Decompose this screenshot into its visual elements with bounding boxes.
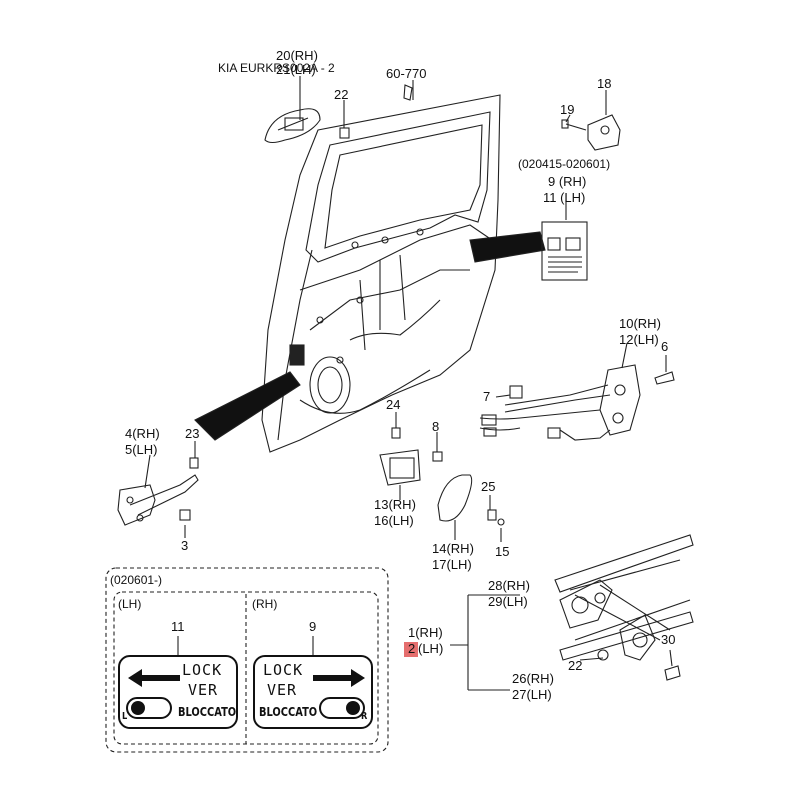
arrow-left-icon <box>128 669 180 687</box>
callout-6: 6 <box>661 339 669 354</box>
callout-25: 25 <box>481 479 496 494</box>
callout-22-top: 22 <box>334 87 349 102</box>
callout-9: 9 (RH) <box>548 174 587 189</box>
callout-60-770: 60-770 <box>386 66 427 81</box>
callout-11: 11 (LH) <box>543 190 586 205</box>
callout-16: 16(LH) <box>374 513 414 528</box>
arrow-right-icon <box>313 669 365 687</box>
door-frame <box>194 84 546 453</box>
callout-23: 23 <box>185 426 200 441</box>
latch-assembly <box>479 364 675 441</box>
callout-2-lh: (LH) <box>418 641 444 656</box>
highlight-marker <box>404 642 418 657</box>
callout-15: 15 <box>495 544 510 559</box>
callout-10: 10(RH) <box>619 316 661 331</box>
window-regulator <box>554 534 694 681</box>
upper-bracket <box>561 114 621 151</box>
callout-29: 29(LH) <box>488 594 528 609</box>
callout-26: 26(RH) <box>512 671 554 686</box>
callout-21: 21(LH) <box>276 62 316 77</box>
callout-18: 18 <box>597 76 612 91</box>
callout-4: 4(RH) <box>125 426 160 441</box>
callout-24: 24 <box>386 397 401 412</box>
callout-7: 7 <box>483 389 491 404</box>
inset-date: (020601-) <box>110 573 163 587</box>
inset-frame <box>105 567 389 753</box>
rh-corner-letter: R <box>361 711 368 722</box>
callout-17: 17(LH) <box>432 557 472 572</box>
rh-ver-text: VER <box>267 681 298 699</box>
callout-2: 2 <box>408 641 416 656</box>
document-title: KIA EURKRS002A - 2 <box>218 61 335 75</box>
callout-28: 28(RH) <box>488 578 530 593</box>
lock-slot-icon <box>319 697 365 719</box>
callout-20: 20(RH) <box>276 48 318 63</box>
door-check <box>117 457 199 526</box>
callout-30: 30 <box>661 632 676 647</box>
outside-handle <box>264 108 350 144</box>
child-lock-label <box>541 221 588 281</box>
rh-lock-label: LOCK VER BLOCCATO R <box>253 655 373 729</box>
callout-8: 8 <box>432 419 440 434</box>
handle-cover <box>437 474 505 526</box>
lh-lock-label: LOCK VER BLOCCATO L <box>118 655 238 729</box>
lh-ver-text: VER <box>188 681 219 699</box>
callout-13: 13(RH) <box>374 497 416 512</box>
callout-27: 27(LH) <box>512 687 552 702</box>
inset-rh-label: (RH) <box>252 597 278 611</box>
callout-3: 3 <box>181 538 189 553</box>
callout-22-bottom: 22 <box>568 658 583 673</box>
inset-lh-number: 11 <box>171 619 185 634</box>
rh-lock-text: LOCK <box>263 661 304 679</box>
inset-lh-label: (LH) <box>118 597 142 611</box>
lh-bloccato-text: BLOCCATO <box>178 705 237 719</box>
inset-rh-number: 9 <box>309 619 317 634</box>
inside-handle <box>379 427 443 486</box>
callout-1: 1(RH) <box>408 625 443 640</box>
lock-slot-icon <box>126 697 172 719</box>
callout-19: 19 <box>560 102 575 117</box>
rh-bloccato-text: BLOCCATO <box>259 705 318 719</box>
callout-5: 5(LH) <box>125 442 158 457</box>
callout-14: 14(RH) <box>432 541 474 556</box>
date-range-label: (020415-020601) <box>518 157 611 171</box>
callout-12: 12(LH) <box>619 332 659 347</box>
lh-lock-text: LOCK <box>182 661 223 679</box>
lh-corner-letter: L <box>122 711 128 722</box>
leader-lines <box>144 76 673 691</box>
